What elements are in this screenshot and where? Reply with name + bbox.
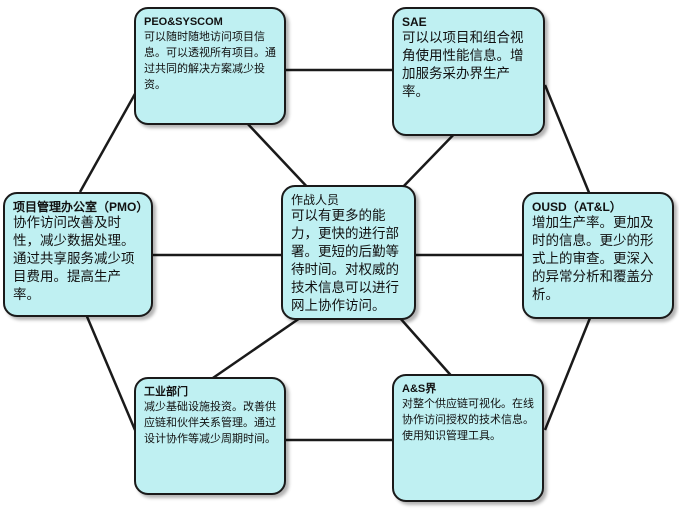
link-sae-ousd <box>543 84 592 196</box>
node-as: A&S界 对整个供应链可视化。在线协作访问授权的技术信息。使用知识管理工具。 <box>392 374 544 502</box>
link-center-industry <box>209 316 301 382</box>
node-pmo: 项目管理办公室（PMO） 协作访问改善及时性，减少数据处理。通过共享服务减少项目… <box>3 192 153 317</box>
node-as-text: 对整个供应链可视化。在线协作访问授权的技术信息。使用知识管理工具。 <box>402 397 534 442</box>
node-peo-syscom-text: 可以随时随地访问项目信息。可以透视所有项目。通过共同的解决方案减少投资。 <box>144 30 276 91</box>
node-sae-text: 可以以项目和组合视角使用性能信息。增加服务采办界生产率。 <box>402 30 524 100</box>
node-warfighter-text: 可以有更多的能力，更快的进行部署。更短的后勤等待时间。对权威的技术信息可以进行网… <box>291 208 399 314</box>
node-sae: SAE 可以以项目和组合视角使用性能信息。增加服务采办界生产率。 <box>392 7 545 136</box>
node-peo-syscom: PEO&SYSCOM 可以随时随地访问项目信息。可以透视所有项目。通过共同的解决… <box>134 7 286 125</box>
link-industry-pmo <box>78 299 137 431</box>
node-sae-title: SAE <box>402 15 427 29</box>
link-ousd-as <box>543 317 592 431</box>
node-as-title: A&S界 <box>402 383 437 395</box>
node-ousd-text: 增加生产率。更加及时的信息。更少的形式上的审查。更深入的异常分析和覆盖分析。 <box>532 215 654 303</box>
link-center-sae <box>399 127 461 191</box>
link-pmo-peo <box>78 84 142 193</box>
node-warfighter-title: 作战人员 <box>291 193 340 207</box>
node-warfighter: 作战人员 可以有更多的能力，更快的进行部署。更短的后勤等待时间。对权威的技术信息… <box>281 185 416 320</box>
node-industry: 工业部门 减少基础设施投资。改善供应链和伙伴关系管理。通过设计协作等减少周期时间… <box>134 377 286 495</box>
link-center-as <box>399 317 456 381</box>
node-industry-title: 工业部门 <box>144 386 188 398</box>
node-pmo-title: 项目管理办公室（PMO） <box>13 200 149 214</box>
node-ousd-title: OUSD（AT&L） <box>532 200 622 214</box>
node-industry-text: 减少基础设施投资。改善供应链和伙伴关系管理。通过设计协作等减少周期时间。 <box>144 400 276 445</box>
node-peo-syscom-title: PEO&SYSCOM <box>144 16 223 28</box>
node-pmo-text: 协作访问改善及时性，减少数据处理。通过共享服务减少项目费用。提高生产率。 <box>13 215 135 303</box>
node-ousd: OUSD（AT&L） 增加生产率。更加及时的信息。更少的形式上的审查。更深入的异… <box>522 192 674 319</box>
